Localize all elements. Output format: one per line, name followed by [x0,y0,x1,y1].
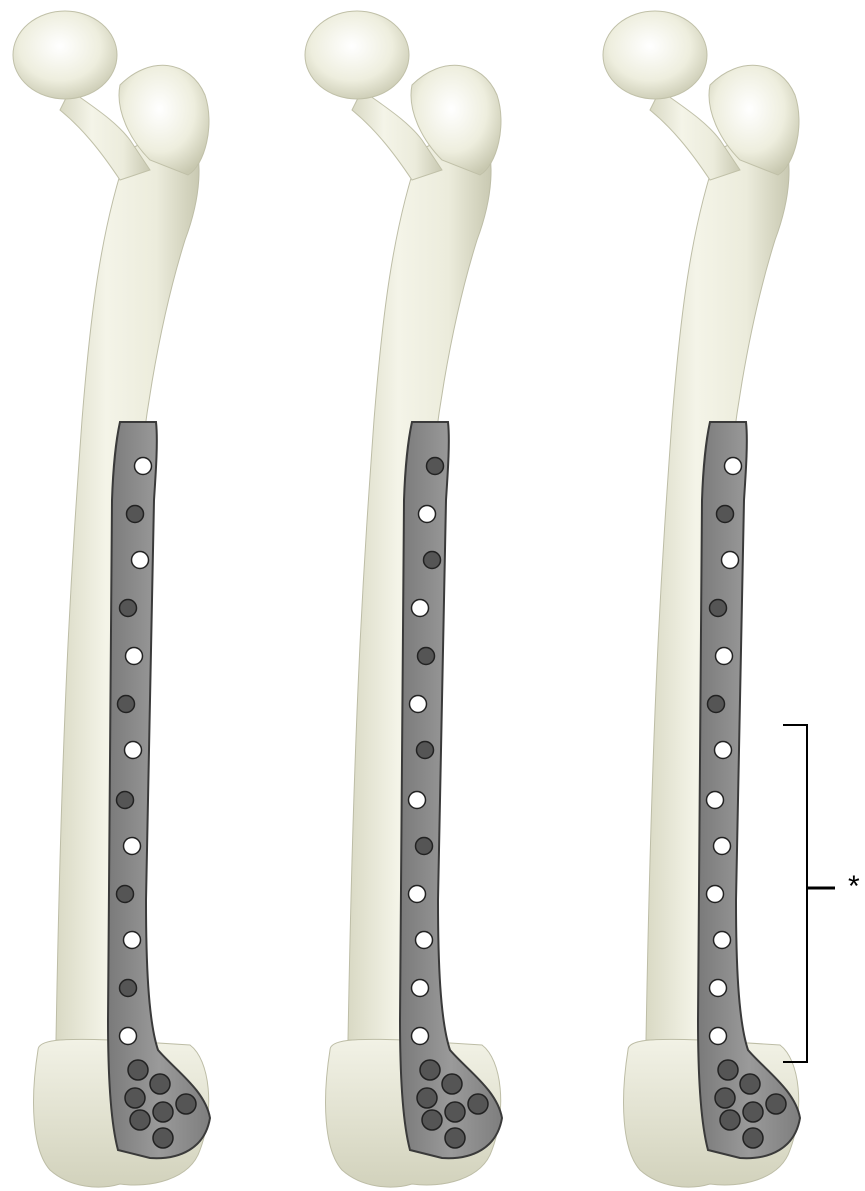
screw-filled [424,552,441,569]
screw-hole-empty [722,552,739,569]
screw-hole-empty [710,1028,727,1045]
screw-hole-empty [707,886,724,903]
screw-hole-empty [120,1028,137,1045]
distal-screw [743,1128,763,1148]
femoral-head [603,11,707,99]
distal-screw [150,1074,170,1094]
screw-hole-empty [716,648,733,665]
screw-hole-empty [707,792,724,809]
distal-screw [740,1074,760,1094]
distal-screw [176,1094,196,1114]
bracket [783,725,835,1062]
distal-screw [442,1074,462,1094]
screw-hole-empty [710,980,727,997]
screw-hole-empty [410,696,427,713]
screw-filled [117,886,134,903]
screw-hole-empty [124,932,141,949]
screw-filled [708,696,725,713]
screw-hole-empty [715,742,732,759]
femur-panel [603,11,800,1187]
screw-filled [120,980,137,997]
femur-panel [305,11,502,1187]
distal-screw [468,1094,488,1114]
screw-filled [717,506,734,523]
screw-hole-empty [126,648,143,665]
distal-screw [128,1060,148,1080]
distal-screw [720,1110,740,1130]
screw-filled [127,506,144,523]
distal-screw [422,1110,442,1130]
distal-screw [445,1128,465,1148]
distal-screw [153,1128,173,1148]
distal-screw [130,1110,150,1130]
screw-hole-empty [412,1028,429,1045]
screw-filled [120,600,137,617]
distal-screw [445,1102,465,1122]
screw-hole-empty [125,742,142,759]
femur-panel [13,11,210,1187]
screw-filled [416,838,433,855]
screw-filled [417,742,434,759]
femoral-head [305,11,409,99]
screw-filled [418,648,435,665]
screw-filled [427,458,444,475]
screw-hole-empty [124,838,141,855]
bracket-label: * [848,872,860,902]
screw-hole-empty [412,600,429,617]
screw-filled [117,792,134,809]
femoral-head [13,11,117,99]
distal-screw [125,1088,145,1108]
screw-hole-empty [714,932,731,949]
screw-hole-empty [135,458,152,475]
screw-hole-empty [409,792,426,809]
screw-hole-empty [416,932,433,949]
screw-hole-empty [714,838,731,855]
screw-hole-empty [725,458,742,475]
screw-hole-empty [132,552,149,569]
distal-screw [743,1102,763,1122]
screw-hole-empty [419,506,436,523]
distal-screw [153,1102,173,1122]
distal-screw [417,1088,437,1108]
screw-hole-empty [409,886,426,903]
screw-filled [710,600,727,617]
screw-hole-empty [412,980,429,997]
distal-screw [715,1088,735,1108]
distal-screw [420,1060,440,1080]
distal-screw [766,1094,786,1114]
distal-screw [718,1060,738,1080]
screw-filled [118,696,135,713]
